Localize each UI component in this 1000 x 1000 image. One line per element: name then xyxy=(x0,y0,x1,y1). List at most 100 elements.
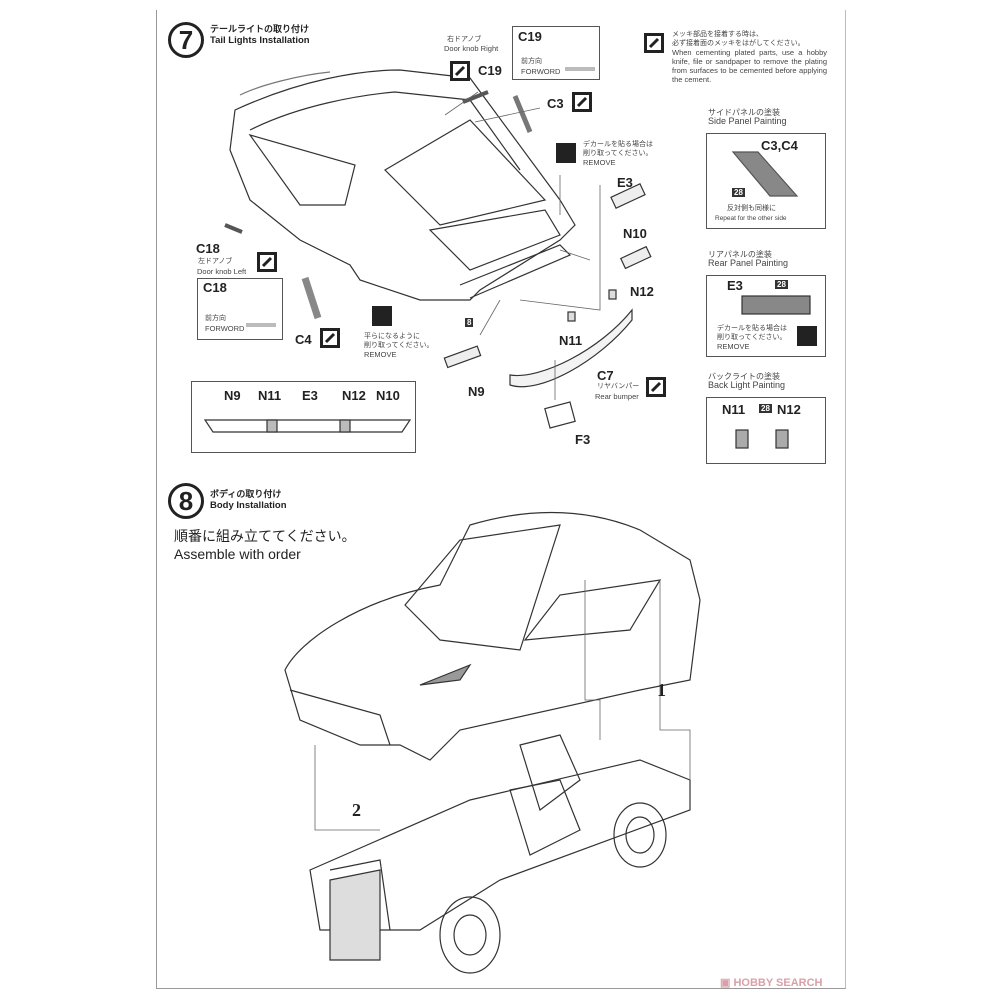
assembled-tail-panel-box: N9 N11 E3 N12 N10 xyxy=(191,381,416,453)
paint-color-8: 8 xyxy=(465,318,474,327)
part-c18-drawing xyxy=(224,223,243,234)
side-panel-title-jp: サイドパネルの塗装 xyxy=(708,108,780,117)
side-panel-note-en: Repeat for the other side xyxy=(715,215,787,222)
plating-removal-icon xyxy=(450,61,470,81)
part-label-e3: E3 xyxy=(617,175,633,190)
c19-forward-jp: 前方向 xyxy=(521,58,542,65)
part-c19-drawing xyxy=(462,90,489,104)
forward-arrow-icon xyxy=(246,323,276,327)
panel-label-n11: N11 xyxy=(258,388,282,403)
remove-flat-icon xyxy=(372,306,392,326)
plating-removal-icon xyxy=(644,33,664,53)
part-n9-drawing xyxy=(443,345,482,369)
side-panel-box: C3,C4 28 反対側も同様に Repeat for the other si… xyxy=(706,133,826,229)
side-panel-drawing xyxy=(731,151,799,197)
back-light-color: 28 xyxy=(759,404,772,413)
c19-orientation-box: C19 前方向 FORWORD xyxy=(512,26,600,80)
remove-decal-jp2: 削り取ってください。 xyxy=(583,150,653,157)
part-label-n9: N9 xyxy=(468,384,485,399)
plating-note-en: When cementing plated parts, use a hobby… xyxy=(672,48,827,84)
panel-label-n10: N10 xyxy=(376,388,400,403)
rear-panel-part: E3 xyxy=(727,278,743,293)
rear-panel-title-en: Rear Panel Painting xyxy=(708,258,789,268)
part-label-c19: C19 xyxy=(478,63,502,78)
step-8-title-jp: ボディの取り付け xyxy=(210,489,282,499)
back-light-title-en: Back Light Painting xyxy=(708,380,786,390)
part-c3-drawing xyxy=(512,95,533,133)
hobby-search-watermark: ▣ HOBBY SEARCH xyxy=(720,977,823,989)
door-knob-left-jp: 左ドアノブ xyxy=(198,258,233,265)
back-light-left: N11 xyxy=(722,402,746,417)
remove-decal-en: REMOVE xyxy=(583,158,616,167)
part-label-n11: N11 xyxy=(559,333,583,348)
part-e3-drawing xyxy=(610,183,646,209)
remove-flat-jp1: 平らになるように xyxy=(364,333,420,340)
back-light-box: N11 28 N12 xyxy=(706,397,826,464)
side-panel-parts: C3,C4 xyxy=(761,138,798,153)
side-panel-color: 28 xyxy=(732,188,745,197)
c18-forward-en: FORWORD xyxy=(205,324,245,333)
n12-backlight-drawing xyxy=(775,429,789,449)
part-label-c18: C18 xyxy=(196,241,220,256)
remove-flat-en: REMOVE xyxy=(364,350,397,359)
step-7-title-jp: テールライトの取り付け xyxy=(210,24,310,34)
side-panel-note-jp: 反対側も同様に xyxy=(727,205,776,212)
instruction-page xyxy=(156,10,846,989)
rear-panel-color: 28 xyxy=(775,280,788,289)
step-8-number: 8 xyxy=(168,483,204,519)
door-knob-right-jp: 右ドアノブ xyxy=(447,36,482,43)
step-8-title-en: Body Installation xyxy=(210,500,287,511)
plating-note-jp2: 必ず接着面のメッキをはがしてください。 xyxy=(672,40,805,47)
back-light-right: N12 xyxy=(777,402,801,417)
plating-removal-icon xyxy=(572,92,592,112)
c19-forward-en: FORWORD xyxy=(521,67,561,76)
plating-removal-icon xyxy=(646,377,666,397)
back-light-title-jp: バックライトの塗装 xyxy=(708,372,780,381)
rear-panel-drawing xyxy=(741,295,811,315)
part-c7-drawing xyxy=(509,308,633,388)
part-n10-drawing xyxy=(619,245,652,270)
rear-bumper-jp: リヤバンパー xyxy=(597,383,640,390)
plating-removal-icon xyxy=(320,328,340,348)
step-8-instruction-jp: 順番に組み立ててください。 xyxy=(174,528,356,544)
watermark-logo-icon: ▣ xyxy=(720,977,734,989)
remove-decal-jp1: デカールを貼る場合は xyxy=(583,141,653,148)
part-n12-drawing xyxy=(608,289,617,300)
assembly-order-2: 2 xyxy=(352,800,361,820)
part-label-f3: F3 xyxy=(575,432,591,447)
panel-label-e3: E3 xyxy=(302,388,318,403)
step-7-title-en: Tail Lights Installation xyxy=(210,35,310,46)
chassis-drawing xyxy=(309,734,691,974)
n11-backlight-drawing xyxy=(735,429,749,449)
plating-removal-icon xyxy=(257,252,277,272)
assembly-order-1: 1 xyxy=(657,680,666,700)
c18-orientation-box: C18 前方向 FORWORD xyxy=(197,278,283,340)
door-knob-right-en: Door knob Right xyxy=(444,44,499,53)
plating-note-jp1: メッキ部品を接着する時は、 xyxy=(672,31,763,38)
car-body-front-drawing xyxy=(284,511,701,761)
c18-box-part: C18 xyxy=(203,280,227,295)
step-8-instruction-en: Assemble with order xyxy=(174,546,301,562)
rear-panel-note-jp2: 削り取ってください。 xyxy=(717,334,787,341)
rear-panel-box: E3 28 デカールを貼る場合は 削り取ってください。 REMOVE xyxy=(706,275,826,357)
part-label-n12: N12 xyxy=(630,284,654,299)
remove-flat-jp2: 削り取ってください。 xyxy=(364,342,434,349)
part-label-n10: N10 xyxy=(623,226,647,241)
part-label-c4: C4 xyxy=(295,332,312,347)
rear-panel-note-en: REMOVE xyxy=(717,342,750,351)
side-panel-title-en: Side Panel Painting xyxy=(708,116,787,126)
part-c4-drawing xyxy=(301,276,322,320)
remove-decal-icon xyxy=(797,326,817,346)
panel-label-n9: N9 xyxy=(224,388,241,403)
part-label-c7: C7 xyxy=(597,368,614,383)
rear-panel-note-jp1: デカールを貼る場合は xyxy=(717,325,787,332)
forward-arrow-icon xyxy=(565,67,595,71)
part-n11-drawing xyxy=(567,311,576,322)
step-7-number: 7 xyxy=(168,22,204,58)
c19-box-part: C19 xyxy=(518,29,542,44)
remove-decal-icon xyxy=(556,143,576,163)
rear-panel-title-jp: リアパネルの塗装 xyxy=(708,250,772,259)
car-body-rear-drawing xyxy=(229,69,576,301)
part-f3-drawing xyxy=(544,401,576,429)
